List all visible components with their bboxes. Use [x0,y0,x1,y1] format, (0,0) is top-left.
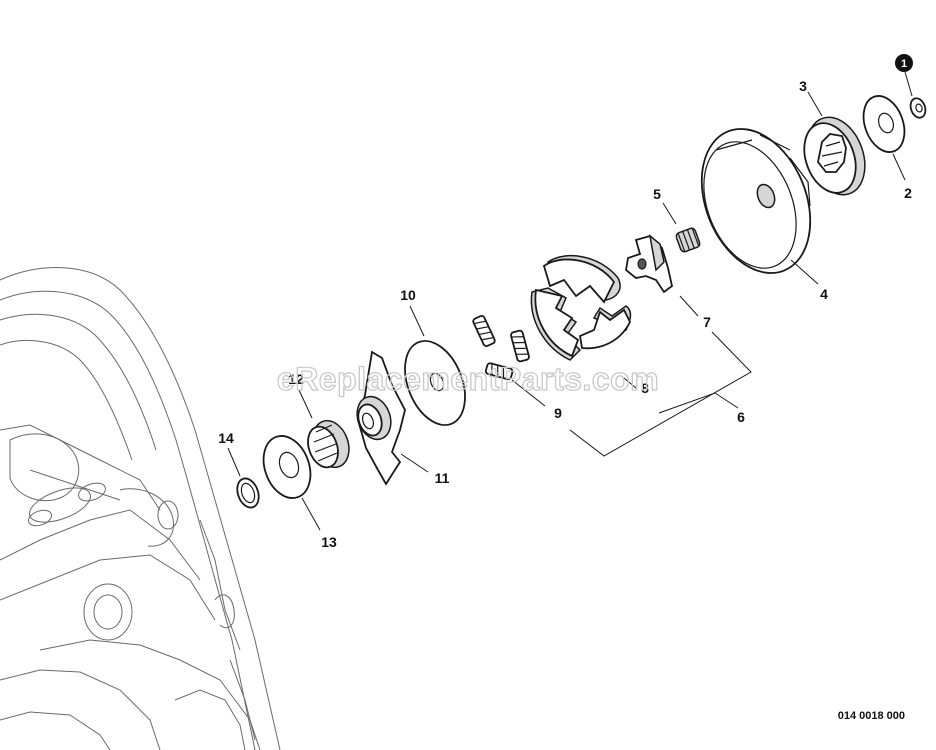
part-14-circlip[interactable] [233,475,262,510]
callout-1-badge: 1 [895,54,913,72]
part-8-clutch-shoes[interactable] [530,255,632,361]
part-12-bearing[interactable] [303,416,356,473]
callout-3-label: 3 [799,78,807,94]
callout-12-label: 12 [288,371,304,387]
watermark-text: eReplacementParts.com [277,361,659,397]
part-10-plate[interactable] [393,332,476,434]
callout-11-label: 11 [435,470,450,486]
callout-5-label: 5 [653,186,661,202]
callout-14-label: 14 [218,430,234,446]
callout-10-label: 10 [400,287,416,303]
document-number: 014 0018 000 [838,710,905,722]
part-5-needle-cage[interactable] [675,227,701,253]
part-3-sprocket[interactable] [795,109,875,203]
leader-lines [227,71,913,531]
engine-housing [0,267,281,750]
part-4-clutch-drum[interactable] [682,113,831,290]
callout-9-label: 9 [554,405,562,421]
callout-6-label: 6 [737,409,745,425]
callout-8-label: 8 [641,380,649,396]
callout-13-label: 13 [321,534,337,550]
part-7-spider[interactable] [625,234,674,294]
part-9-springs[interactable] [472,314,530,381]
part-11-clutch-hub[interactable] [351,350,406,486]
part-1-e-clip[interactable] [908,96,928,120]
callout-7-label: 7 [703,314,711,330]
part-2-washer[interactable] [856,90,912,157]
callout-2-label: 2 [904,185,912,201]
callout-1-label: 1 [901,58,907,70]
part-13-washer[interactable] [255,429,318,504]
callout-4-label: 4 [820,286,828,302]
